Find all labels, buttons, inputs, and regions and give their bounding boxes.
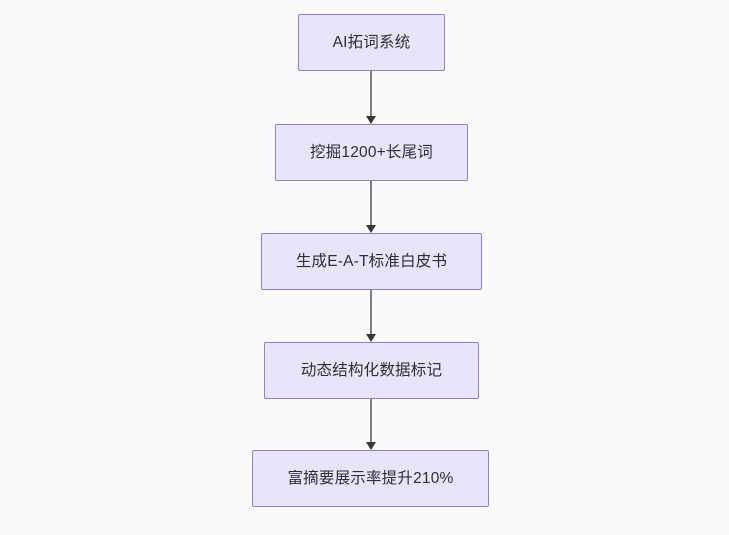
arrowhead-icon [366, 442, 376, 450]
flow-node-label: 动态结构化数据标记 [300, 361, 443, 379]
flow-node-ai-keyword-system[interactable]: AI拓词系统 [298, 14, 445, 71]
arrowhead-icon [366, 116, 376, 124]
flow-node-label: 生成E-A-T标准白皮书 [295, 252, 448, 270]
flow-edge-3 [366, 290, 376, 342]
edge-line [370, 71, 372, 117]
flow-node-generate-eat-whitepaper[interactable]: 生成E-A-T标准白皮书 [261, 233, 482, 290]
arrowhead-icon [366, 225, 376, 233]
flow-edge-2 [366, 181, 376, 233]
flow-node-label: AI拓词系统 [332, 33, 411, 51]
flow-node-label: 富摘要展示率提升210% [287, 469, 454, 487]
flow-node-label: 挖掘1200+长尾词 [309, 143, 434, 161]
edge-line [370, 399, 372, 443]
arrowhead-icon [366, 334, 376, 342]
flow-edge-4 [366, 399, 376, 450]
edge-line [370, 290, 372, 335]
flow-edge-1 [366, 71, 376, 124]
flow-node-mine-longtail-keywords[interactable]: 挖掘1200+长尾词 [275, 124, 468, 181]
edge-line [370, 181, 372, 226]
flow-node-rich-snippet-impression-lift[interactable]: 富摘要展示率提升210% [252, 450, 489, 507]
flow-node-dynamic-structured-data-markup[interactable]: 动态结构化数据标记 [264, 342, 479, 399]
